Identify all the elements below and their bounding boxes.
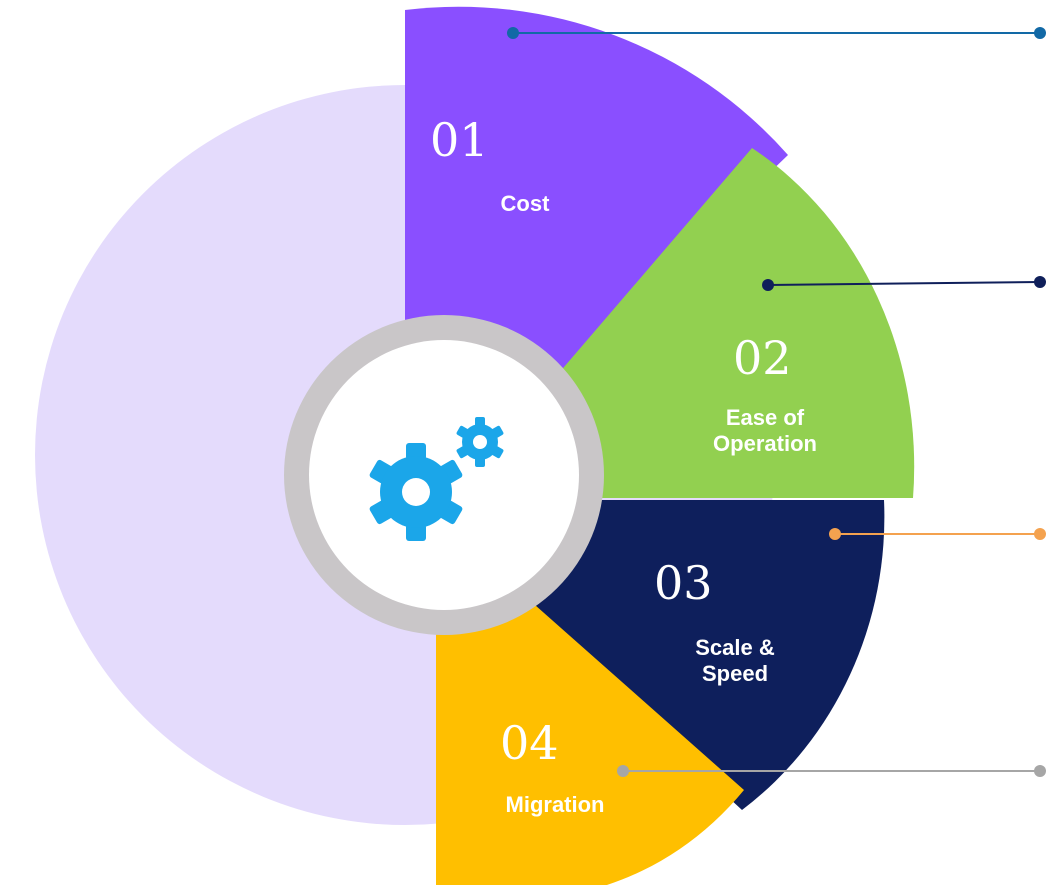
segment-01-label-line: Cost <box>500 191 550 216</box>
connector-end-dot <box>1034 528 1046 540</box>
segment-04-label-line: Migration <box>505 792 605 817</box>
gears-icon <box>369 417 504 541</box>
segment-03-scale-speed <box>515 500 885 810</box>
segment-01-cost <box>405 6 788 395</box>
segment-02-number: 02 <box>733 331 792 385</box>
segment-01-number: 01 <box>430 113 489 167</box>
connector-end-dot <box>1034 765 1046 777</box>
segment-03-label-line-2: Speed <box>701 661 769 687</box>
segment-04-number: 04 <box>500 716 559 770</box>
segment-03-number: 03 <box>654 556 713 610</box>
segment-03-label-line-1: Scale & <box>695 635 775 660</box>
connector-03 <box>829 528 1046 540</box>
connector-start-dot <box>507 27 519 39</box>
segment-02-ease-of-operation <box>540 148 915 498</box>
connector-start-dot <box>829 528 841 540</box>
connector-start-dot <box>762 279 774 291</box>
segment-02-label-line-2: Operation <box>713 431 817 457</box>
segment-04-label: Migration <box>490 792 620 818</box>
connector-start-dot <box>617 765 629 777</box>
segment-02-label: Ease of Operation <box>690 405 840 458</box>
segment-02-label-line-1: Ease of <box>725 405 805 430</box>
connector-end-dot <box>1034 27 1046 39</box>
connector-01 <box>507 27 1046 39</box>
connector-end-dot <box>1034 276 1046 288</box>
segment-04-migration <box>436 600 744 890</box>
segment-01-label: Cost <box>480 191 570 217</box>
connector-04 <box>617 765 1046 777</box>
segment-03-label: Scale & Speed <box>670 635 800 688</box>
connector-02 <box>762 276 1046 291</box>
